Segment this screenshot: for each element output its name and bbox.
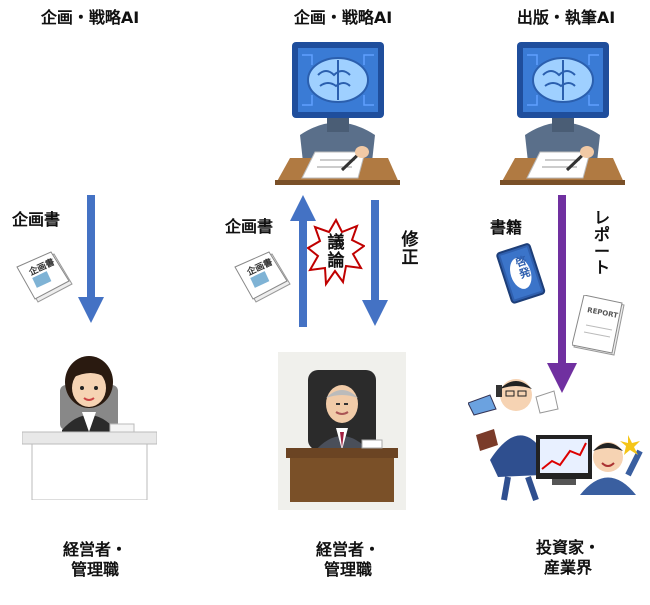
revision-label: 修正 <box>401 230 419 268</box>
report-icon: REPORT <box>572 295 627 357</box>
executive-icon <box>278 352 406 510</box>
column-3-header: 出版・執筆AI <box>516 8 616 27</box>
column-1-document-label: 企画書 <box>12 210 61 229</box>
arrow-up-to-ai <box>290 195 316 327</box>
discussion-burst-icon: 議論 <box>307 218 365 288</box>
book-icon: 啓発 <box>496 243 548 305</box>
ai-brain-writer-icon <box>275 42 400 185</box>
investor-icon <box>468 379 643 501</box>
book-label: 書籍 <box>490 218 523 237</box>
arrow-down-to-investor <box>547 195 577 393</box>
column-2-document-label: 企画書 <box>225 217 274 236</box>
discussion-label: 議論 <box>327 233 345 271</box>
column-1-bottom-label: 経営者・ 管理職 <box>62 540 128 579</box>
document-icon: 企画書 <box>14 250 76 305</box>
document-icon: 企画書 <box>232 250 294 305</box>
arrow-down-to-manager <box>78 195 104 323</box>
manager-icon <box>22 356 157 500</box>
ai-brain-writer-icon <box>500 42 625 185</box>
column-3-bottom-label: 投資家・ 産業界 <box>535 538 601 577</box>
column-1-header: 企画・戦略AI <box>40 8 140 27</box>
arrow-down-revision <box>362 200 388 326</box>
report-label: レポート <box>593 208 610 278</box>
column-2-bottom-label: 経営者・ 管理職 <box>315 540 381 579</box>
column-2-header: 企画・戦略AI <box>293 8 393 27</box>
